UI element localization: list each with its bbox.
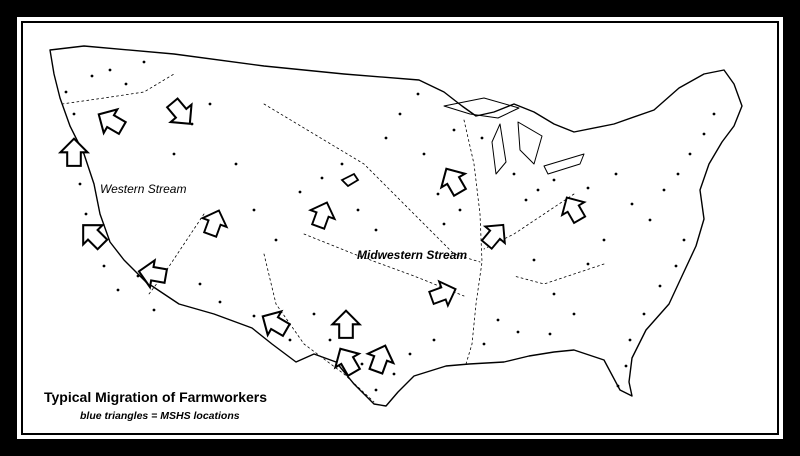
river-tennessee xyxy=(513,263,605,285)
migration-arrow-icon xyxy=(305,197,340,232)
migration-arrow-icon xyxy=(426,276,461,311)
map-panel xyxy=(14,14,786,442)
river-arkansas xyxy=(303,233,465,297)
river-rio-grande xyxy=(263,253,375,403)
river-colorado xyxy=(148,213,205,295)
river-mississippi xyxy=(463,119,483,365)
migration-arrow-icon xyxy=(433,160,473,201)
legend-title: Typical Migration of Farmworkers xyxy=(44,389,268,405)
marker-icon xyxy=(340,172,360,188)
migration-arrow-icon xyxy=(90,101,131,141)
lake-erie xyxy=(543,153,585,175)
us-map xyxy=(49,45,743,407)
lake-michigan xyxy=(491,123,507,175)
migration-arrow-icon xyxy=(160,93,202,134)
river-columbia xyxy=(61,73,175,105)
migration-arrow-icon xyxy=(327,340,367,381)
migration-arrow-icon xyxy=(331,309,361,339)
lake-superior xyxy=(443,97,520,119)
western-stream-label: Western Stream xyxy=(100,182,187,196)
us-outline xyxy=(49,45,743,407)
midwestern-stream-label: Midwestern Stream xyxy=(357,248,468,262)
migration-arrow-icon xyxy=(197,205,232,240)
migration-arrow-icon xyxy=(59,137,89,167)
migration-arrow-icon xyxy=(72,214,114,256)
migration-arrow-icon xyxy=(135,256,170,291)
migration-arrow-icon xyxy=(362,339,400,377)
location-dots xyxy=(64,60,716,392)
river-missouri xyxy=(263,103,481,263)
migration-arrow-icon xyxy=(554,190,592,228)
legend-subtitle: blue triangles = MSHS locations xyxy=(80,410,240,422)
lake-huron xyxy=(517,121,543,165)
migration-arrow-icon xyxy=(476,215,515,254)
